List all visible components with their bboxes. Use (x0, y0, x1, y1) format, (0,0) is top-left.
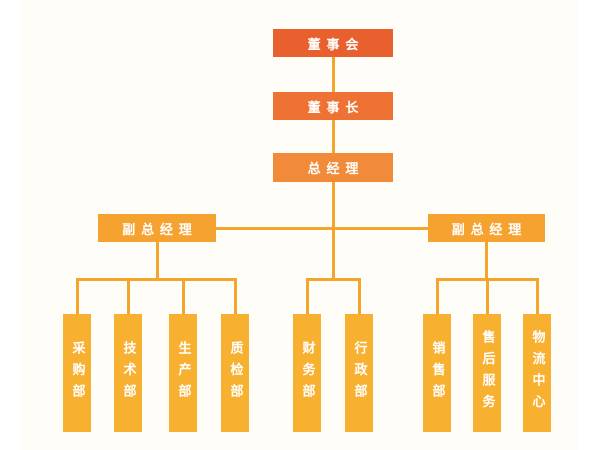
node-dept-purchasing: 采购部 (63, 314, 91, 432)
connector-board-chairman (332, 57, 335, 92)
connector-stub (536, 278, 539, 314)
connector-stub (306, 278, 309, 314)
connector-gm-trunk (332, 182, 335, 278)
connector-stub (436, 278, 439, 314)
node-dept-aftersales: 售后服务 (473, 314, 501, 432)
node-dept-production: 生产部 (169, 314, 197, 432)
connector-middle-crossbar (306, 278, 361, 281)
node-chairman: 董事长 (273, 92, 393, 120)
node-dept-finance: 财务部 (293, 314, 321, 432)
connector-stub (182, 278, 185, 314)
node-deputy-gm-right: 副总经理 (428, 214, 545, 242)
node-dept-quality: 质检部 (221, 314, 249, 432)
connector-stub (76, 278, 79, 314)
connector-deputy-left-drop (156, 242, 159, 280)
connector-stub (234, 278, 237, 314)
connector-stub (486, 278, 489, 314)
connector-deputy-right-drop (485, 242, 488, 278)
node-dept-admin: 行政部 (345, 314, 373, 432)
node-dept-sales: 销售部 (423, 314, 451, 432)
connector-stub (358, 278, 361, 314)
node-dept-logistics: 物流中心 (523, 314, 551, 432)
node-dept-technology: 技术部 (114, 314, 142, 432)
connector-left-crossbar (76, 278, 237, 281)
node-board: 董事会 (273, 29, 393, 57)
connector-chairman-gm (332, 120, 335, 153)
connector-stub (127, 278, 130, 314)
node-deputy-gm-left: 副总经理 (98, 214, 216, 242)
node-general-manager: 总经理 (273, 153, 393, 182)
connector-deputy-crossbar (216, 227, 428, 230)
